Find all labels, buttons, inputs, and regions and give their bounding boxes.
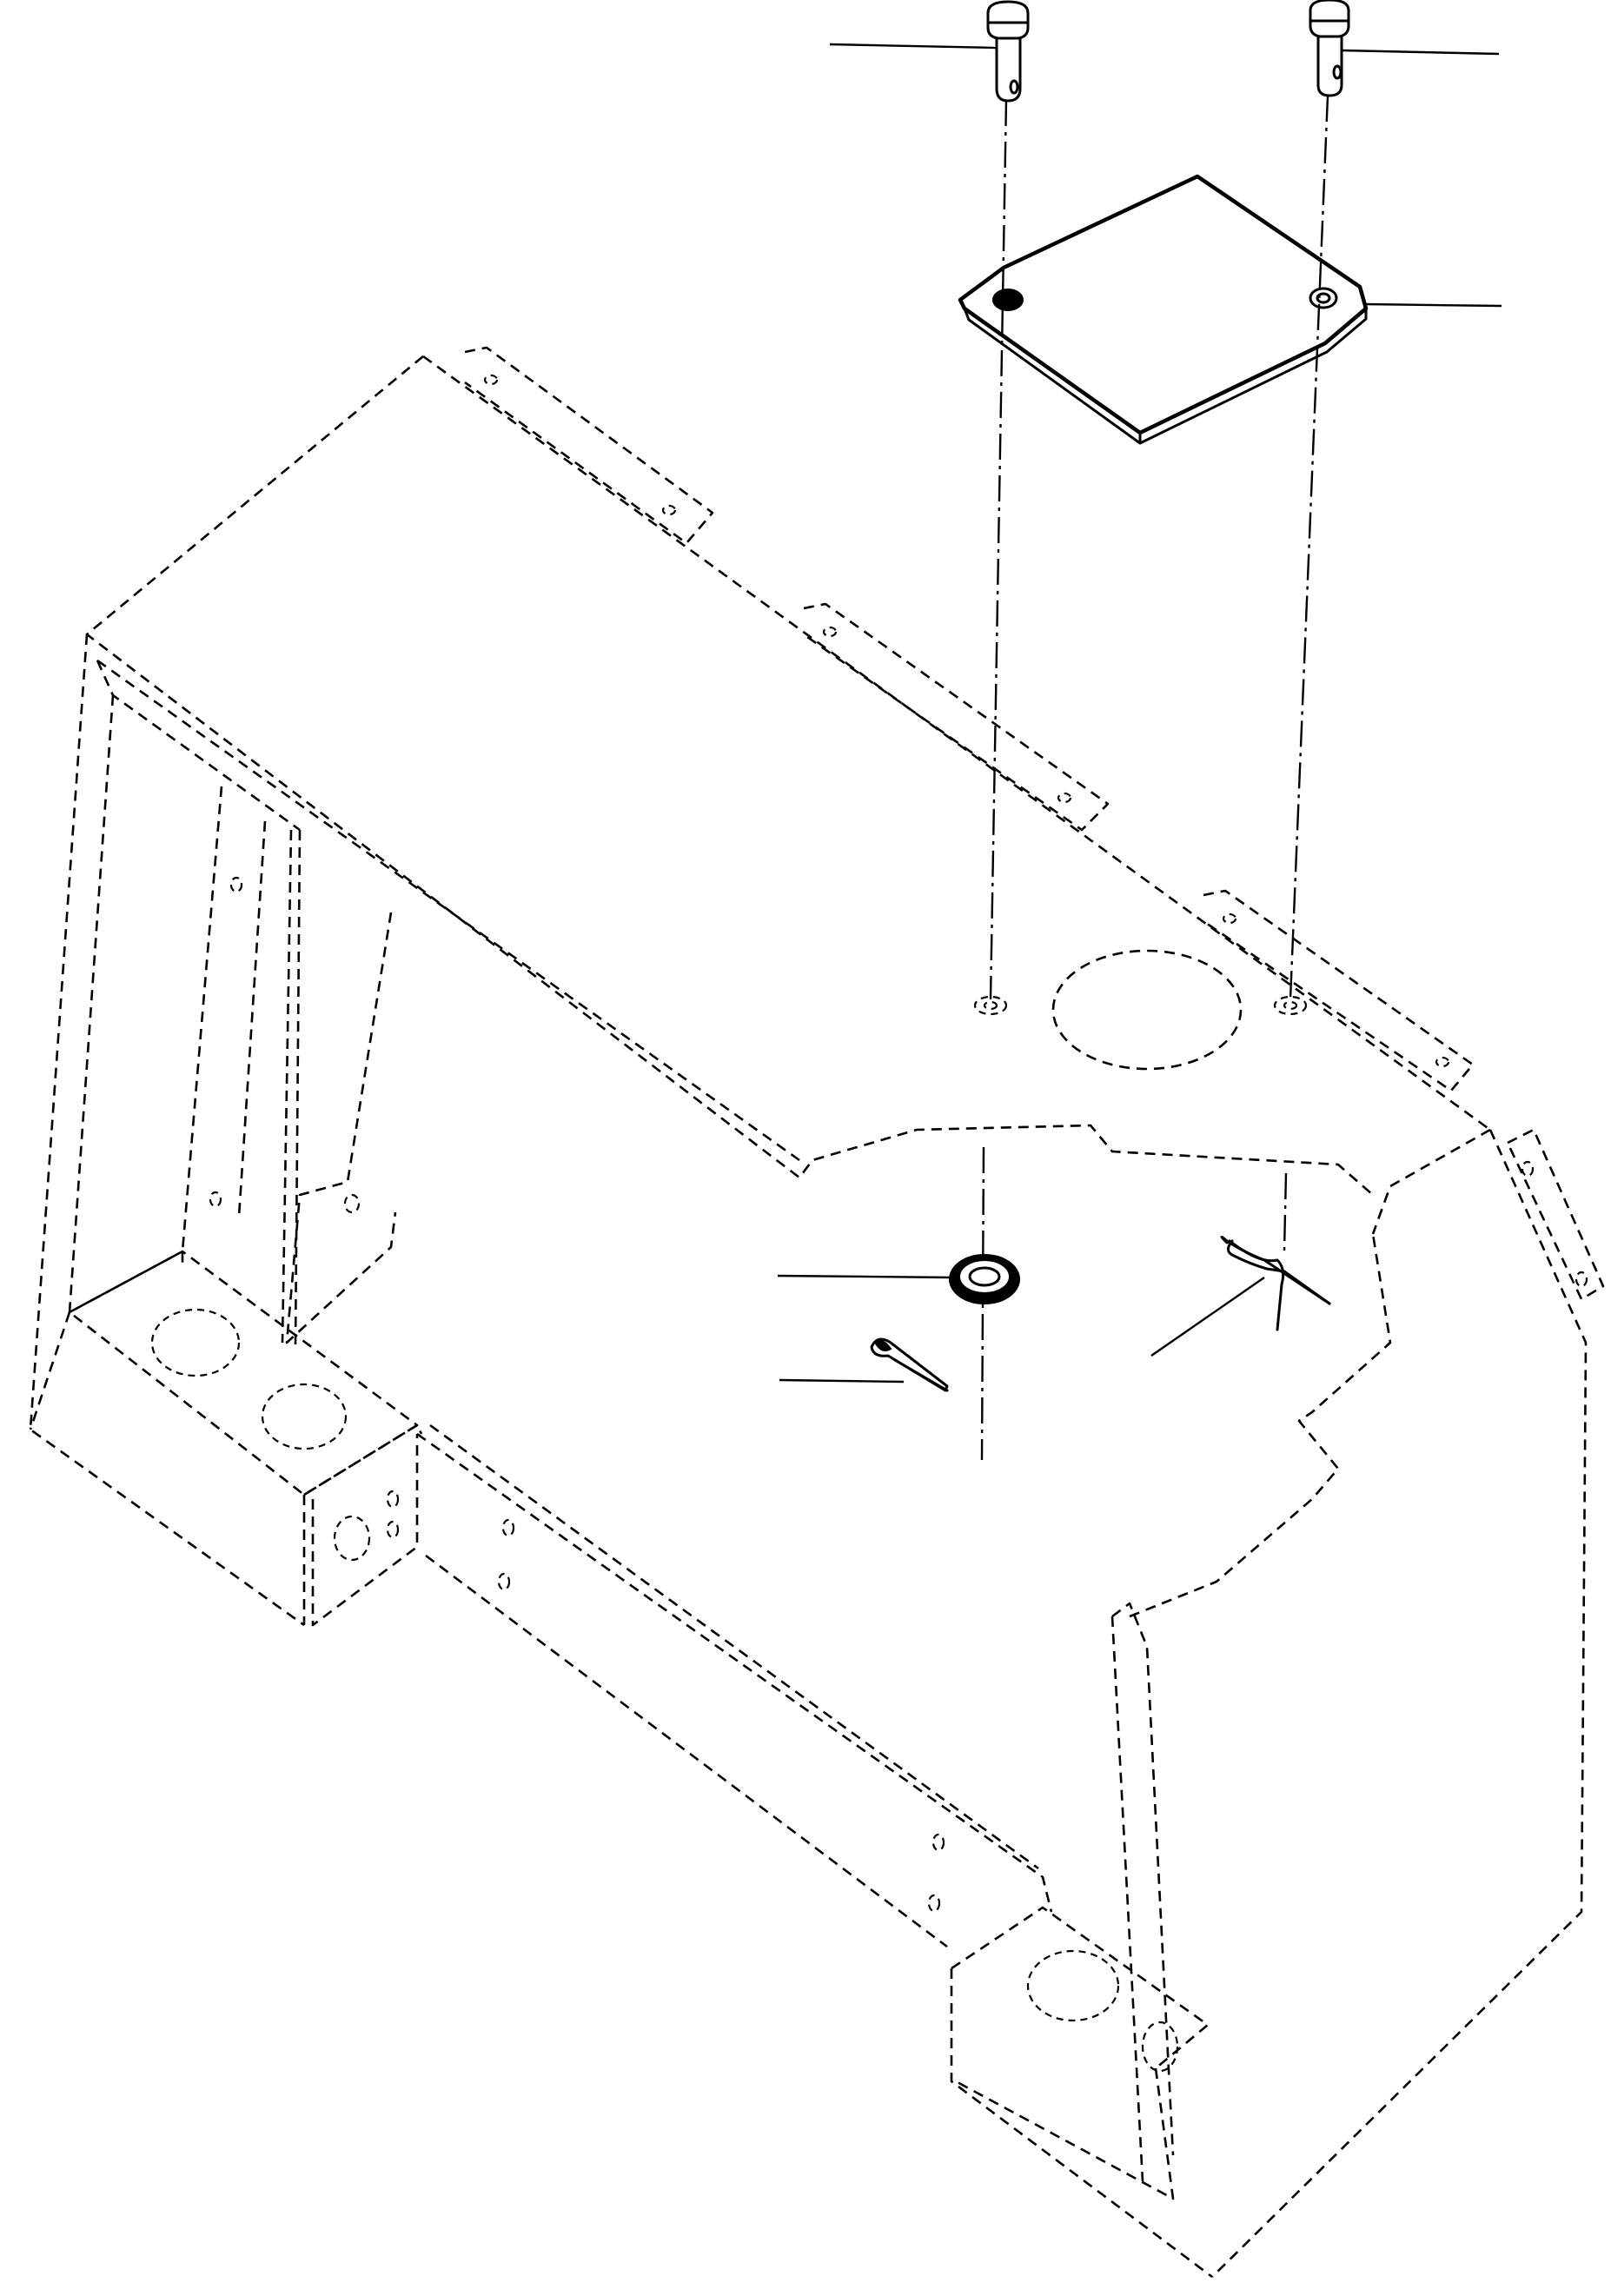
frame-outline	[29, 346, 1605, 2279]
leader-line-hair-pin-clip	[1150, 1277, 1265, 1357]
clevis-pin-icon	[986, 0, 1030, 103]
cotter-pin-icon	[870, 1337, 949, 1392]
leader-line-clevis-pin-right	[1341, 49, 1500, 56]
leader-line-cover-plate	[1365, 302, 1502, 308]
center-lines	[980, 95, 1329, 1461]
leader-line-cotter-pin	[779, 1378, 905, 1384]
clevis-pin-icon	[1309, 0, 1350, 97]
washer-icon	[949, 1254, 1020, 1304]
cover-plate-icon	[958, 174, 1369, 445]
hair-pin-clip-icon	[1220, 1236, 1331, 1331]
leader-line-washer	[777, 1274, 952, 1279]
leader-line-clevis-pin-left	[829, 43, 998, 50]
